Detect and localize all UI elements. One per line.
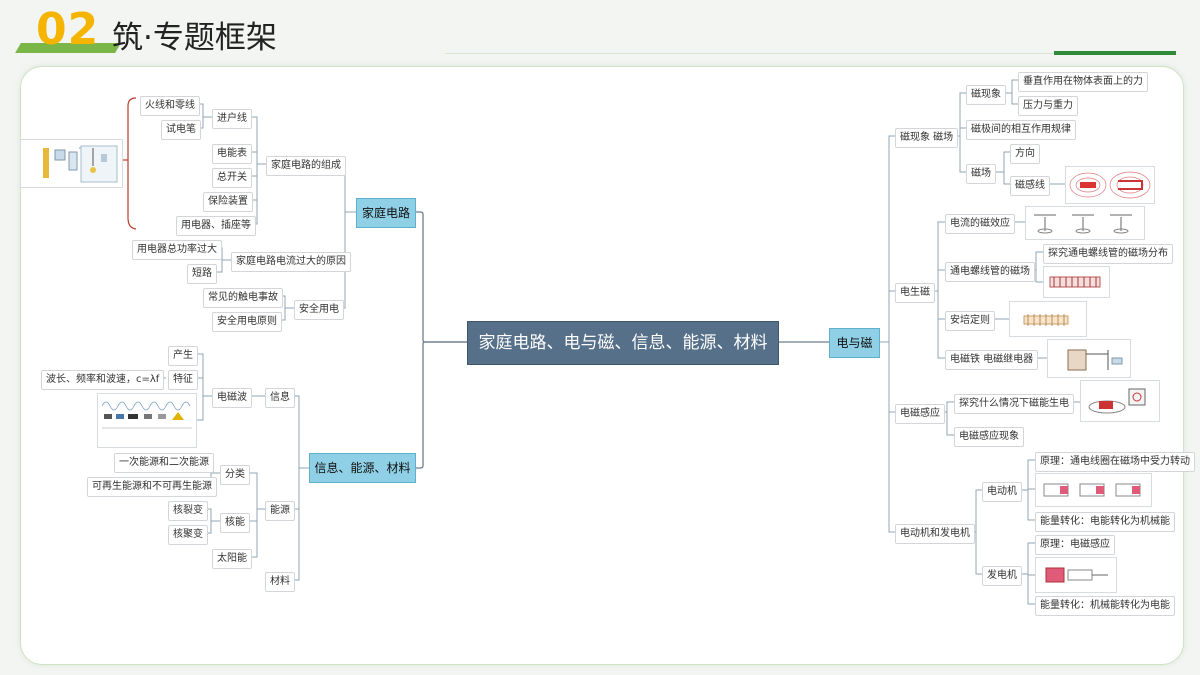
node-wave-formula[interactable]: 波长、频率和波速，c=λf — [41, 370, 165, 390]
home-circuit-image — [20, 139, 123, 188]
node-energy[interactable]: 能源 — [265, 501, 295, 521]
em-spectrum-image — [97, 393, 197, 448]
node-wave-origin[interactable]: 产生 — [168, 346, 198, 366]
node-primary-secondary[interactable]: 一次能源和二次能源 — [114, 453, 214, 473]
header-divider — [445, 53, 1175, 54]
relay-image — [1047, 339, 1131, 378]
node-test-pen[interactable]: 试电笔 — [161, 120, 201, 140]
node-classify[interactable]: 分类 — [220, 465, 250, 485]
node-information[interactable]: 信息 — [265, 388, 295, 408]
field-lines-image — [1065, 166, 1155, 204]
node-field-lines[interactable]: 磁感线 — [1010, 176, 1050, 196]
solenoid-image — [1043, 266, 1110, 298]
node-pressure-gravity[interactable]: 压力与重力 — [1018, 96, 1078, 116]
node-fuse[interactable]: 保险装置 — [203, 192, 253, 212]
node-shock-accidents[interactable]: 常见的触电事故 — [203, 288, 283, 308]
branch-home-circuit[interactable]: 家庭电路 — [356, 198, 416, 228]
node-motor[interactable]: 电动机 — [982, 482, 1022, 502]
node-composition[interactable]: 家庭电路的组成 — [266, 156, 346, 176]
node-magnetic-field[interactable]: 磁现象 磁场 — [895, 128, 959, 148]
node-materials[interactable]: 材料 — [265, 572, 295, 592]
node-generator[interactable]: 发电机 — [982, 566, 1022, 586]
node-em-wave[interactable]: 电磁波 — [212, 388, 252, 408]
node-field-direction[interactable]: 方向 — [1010, 144, 1040, 164]
node-magnetic-phenomena[interactable]: 磁现象 — [966, 85, 1006, 105]
node-field[interactable]: 磁场 — [966, 164, 996, 184]
node-safety[interactable]: 安全用电 — [294, 300, 344, 320]
node-vertical-force[interactable]: 垂直作用在物体表面上的力 — [1018, 72, 1148, 92]
ampere-rule-image — [1009, 301, 1087, 337]
node-appliances[interactable]: 用电器、插座等 — [176, 216, 256, 236]
header-green-bar — [1054, 51, 1176, 55]
node-induction[interactable]: 电磁感应 — [895, 404, 945, 424]
motor-image — [1035, 473, 1152, 507]
node-current-effect[interactable]: 电流的磁效应 — [945, 214, 1015, 234]
node-explore-solenoid[interactable]: 探究通电螺线管的磁场分布 — [1043, 244, 1173, 264]
oersted-experiment-image — [1025, 206, 1145, 240]
node-solenoid-field[interactable]: 通电螺线管的磁场 — [945, 262, 1035, 282]
generator-image — [1035, 557, 1117, 593]
page-title: 筑·专题框架 — [112, 20, 277, 56]
node-generator-energy[interactable]: 能量转化：机械能转化为电能 — [1035, 596, 1175, 616]
node-motor-energy[interactable]: 能量转化：电能转化为机械能 — [1035, 512, 1175, 532]
node-wave-feature[interactable]: 特征 — [168, 370, 198, 390]
node-meter[interactable]: 电能表 — [212, 144, 252, 164]
node-explore-induction[interactable]: 探究什么情况下磁能生电 — [954, 394, 1074, 414]
node-incoming-line[interactable]: 进户线 — [212, 109, 252, 129]
node-renewable[interactable]: 可再生能源和不可再生能源 — [87, 477, 217, 497]
section-number: 02 — [36, 4, 100, 55]
node-short-circuit[interactable]: 短路 — [187, 264, 217, 284]
node-electro-magnetism[interactable]: 电生磁 — [895, 283, 935, 303]
node-pole-interaction[interactable]: 磁极间的相互作用规律 — [966, 120, 1076, 140]
node-live-neutral[interactable]: 火线和零线 — [140, 96, 200, 116]
node-relay[interactable]: 电磁铁 电磁继电器 — [945, 350, 1039, 370]
branch-electromagnetism[interactable]: 电与磁 — [829, 328, 880, 358]
node-fusion[interactable]: 核聚变 — [168, 525, 208, 545]
node-overcurrent[interactable]: 家庭电路电流过大的原因 — [231, 252, 351, 272]
node-overload[interactable]: 用电器总功率过大 — [132, 240, 222, 260]
node-nuclear[interactable]: 核能 — [220, 513, 250, 533]
node-ampere-rule[interactable]: 安培定则 — [945, 311, 995, 331]
node-solar[interactable]: 太阳能 — [212, 549, 252, 569]
node-generator-principle[interactable]: 原理：电磁感应 — [1035, 535, 1115, 555]
node-safety-principles[interactable]: 安全用电原则 — [212, 312, 282, 332]
node-motor-principle[interactable]: 原理：通电线圈在磁场中受力转动 — [1035, 452, 1195, 472]
node-motor-generator[interactable]: 电动机和发电机 — [895, 524, 975, 544]
induction-experiment-image — [1080, 380, 1160, 422]
node-fission[interactable]: 核裂变 — [168, 501, 208, 521]
node-induction-phenomenon[interactable]: 电磁感应现象 — [954, 427, 1024, 447]
branch-info-energy-materials[interactable]: 信息、能源、材料 — [309, 453, 416, 483]
central-topic[interactable]: 家庭电路、电与磁、信息、能源、材料 — [467, 321, 779, 365]
node-main-switch[interactable]: 总开关 — [212, 168, 252, 188]
